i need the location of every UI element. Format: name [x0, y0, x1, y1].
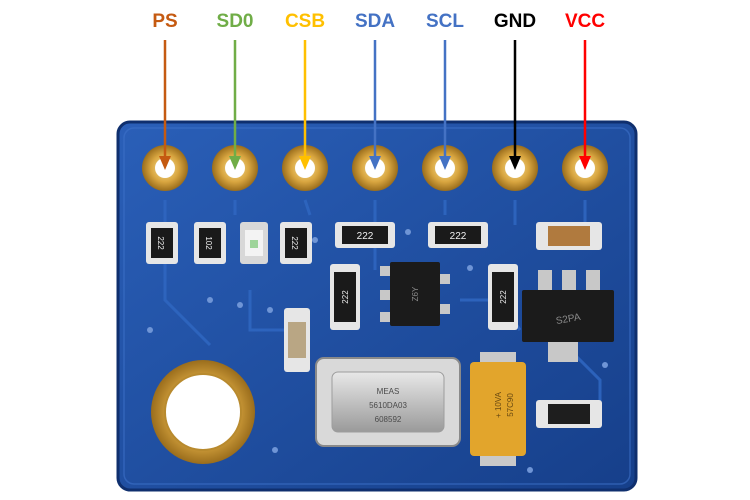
sensor-line-2: 5610DA03 [369, 401, 407, 410]
led [240, 222, 268, 264]
resistor-r4-code: 222 [357, 231, 374, 242]
resistor-r1-code: 222 [156, 236, 165, 250]
pin-label-gnd: GND [494, 11, 536, 32]
capacitor-c3 [536, 400, 602, 428]
pin-label-sd0: SD0 [217, 11, 254, 32]
resistor-r2-code: 102 [204, 236, 213, 250]
resistor-r2: 102 [194, 222, 226, 264]
pin-arrowhead-scl [439, 156, 451, 170]
ic-small-marking: Z6Y [411, 286, 420, 301]
pin-label-ps: PS [152, 11, 177, 32]
pin-arrowhead-ps [159, 156, 171, 170]
resistor-r5-code: 222 [450, 231, 467, 242]
resistor-r7: 222 [488, 264, 518, 330]
resistor-r3-code: 222 [290, 236, 299, 250]
regulator: S2PA [522, 270, 614, 362]
pin-arrowhead-csb [299, 156, 311, 170]
tantalum-capacitor: + 10VA 57C90 [470, 352, 526, 466]
pin-label-csb: CSB [285, 11, 325, 32]
pin-arrowhead-sda [369, 156, 381, 170]
resistor-r3: 222 [280, 222, 312, 264]
pin-arrowhead-vcc [579, 156, 591, 170]
capacitor-c1 [536, 222, 602, 250]
pin-labels: PS SD0 CSB SDA SCL GND VCC [152, 11, 605, 170]
resistor-r6: 222 [330, 264, 360, 330]
pin-label-scl: SCL [426, 11, 464, 32]
resistor-r7-code: 222 [499, 290, 508, 304]
resistor-r5: 222 [428, 222, 488, 248]
pressure-sensor: MEAS 5610DA03 608592 [315, 357, 461, 447]
pin-label-vcc: VCC [565, 11, 605, 32]
tantalum-line-1: + 10VA [494, 391, 503, 418]
pin-arrowhead-sd0 [229, 156, 241, 170]
pin-label-sda: SDA [355, 11, 395, 32]
resistor-r1: 222 [146, 222, 178, 264]
ic-small: Z6Y [380, 262, 450, 326]
mounting-hole [151, 360, 255, 464]
tantalum-line-2: 57C90 [506, 393, 515, 417]
sensor-line-3: 608592 [375, 415, 402, 424]
resistor-r6-code: 222 [341, 290, 350, 304]
capacitor-c2 [284, 308, 310, 372]
resistor-r4: 222 [335, 222, 395, 248]
regulator-marking: S2PA [555, 312, 582, 327]
pin-arrowhead-gnd [509, 156, 521, 170]
sensor-line-1: MEAS [377, 387, 400, 396]
